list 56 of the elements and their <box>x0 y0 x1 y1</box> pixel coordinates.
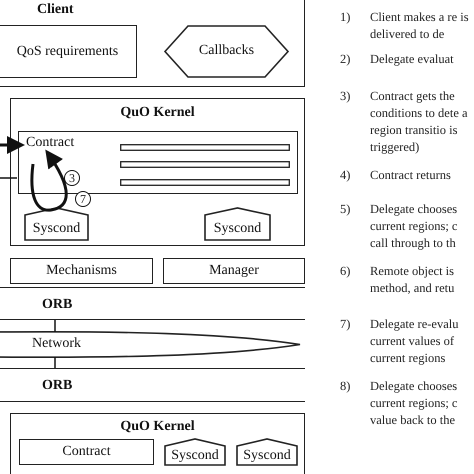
component-box <box>163 258 305 284</box>
syscond-shape <box>236 438 298 466</box>
group-title: Client <box>37 2 74 18</box>
step-number: 7) <box>340 316 350 333</box>
arrow <box>0 136 25 154</box>
node-label: Syscond <box>170 448 220 464</box>
layer-band <box>0 368 305 402</box>
node-label: Contract <box>26 135 74 151</box>
syscond-shape <box>164 438 226 466</box>
group-title: ORB <box>42 297 72 313</box>
node-label: Callbacks <box>198 43 256 59</box>
syscond-shape <box>24 207 89 241</box>
contract-box <box>18 131 298 194</box>
syscond-shape <box>204 207 271 241</box>
node-label: Syscond <box>212 221 262 237</box>
callbacks-hexagon <box>164 25 289 78</box>
step-text: Remote object is method, and retu <box>370 263 456 297</box>
component-box <box>19 439 154 465</box>
group-title: ORB <box>42 378 72 394</box>
node-label: Contract <box>61 444 112 460</box>
layer-band <box>0 287 305 320</box>
bar-slot <box>120 161 290 168</box>
node-label: Manager <box>208 263 260 279</box>
network-shape <box>0 331 301 358</box>
connector-line <box>0 177 17 179</box>
node-label: Mechanisms <box>45 263 118 279</box>
step-number: 3) <box>340 88 350 105</box>
step-number: 5) <box>340 201 350 218</box>
step-text: Contract gets the conditions to dete a region transitio is triggered) <box>370 88 469 156</box>
step-text: Delegate chooses current regions; c call through to th <box>370 201 458 252</box>
step-text: Delegate re-evalu current values of current regions <box>370 316 460 367</box>
step-number: 8) <box>340 378 350 395</box>
group-title: QuO Kernel <box>119 419 196 435</box>
step-number: 4) <box>340 167 350 184</box>
connector-line <box>54 357 56 368</box>
node-label: QoS requirements <box>16 44 120 60</box>
step-number: 2) <box>340 51 350 68</box>
arrow <box>30 150 68 212</box>
bar-slot <box>120 179 290 186</box>
bar-slot <box>120 144 290 151</box>
step-text: Delegate chooses current regions; c value back to the <box>370 378 458 429</box>
group-box <box>10 413 305 474</box>
step-number: 1) <box>340 9 350 26</box>
node-label: Network <box>32 336 81 352</box>
component-box <box>10 258 153 284</box>
node-label: Syscond <box>242 448 292 464</box>
group-box <box>0 0 305 87</box>
component-box <box>0 25 137 78</box>
group-box <box>10 98 305 246</box>
node-label: Syscond <box>32 221 82 237</box>
step-text: Contract returns <box>370 167 452 184</box>
connector-line <box>54 320 56 332</box>
step-number: 6) <box>340 263 350 280</box>
step-text: Delegate evaluat <box>370 51 455 68</box>
group-title: QuO Kernel <box>119 105 196 121</box>
step-text: Client makes a re is delivered to de <box>370 9 470 43</box>
